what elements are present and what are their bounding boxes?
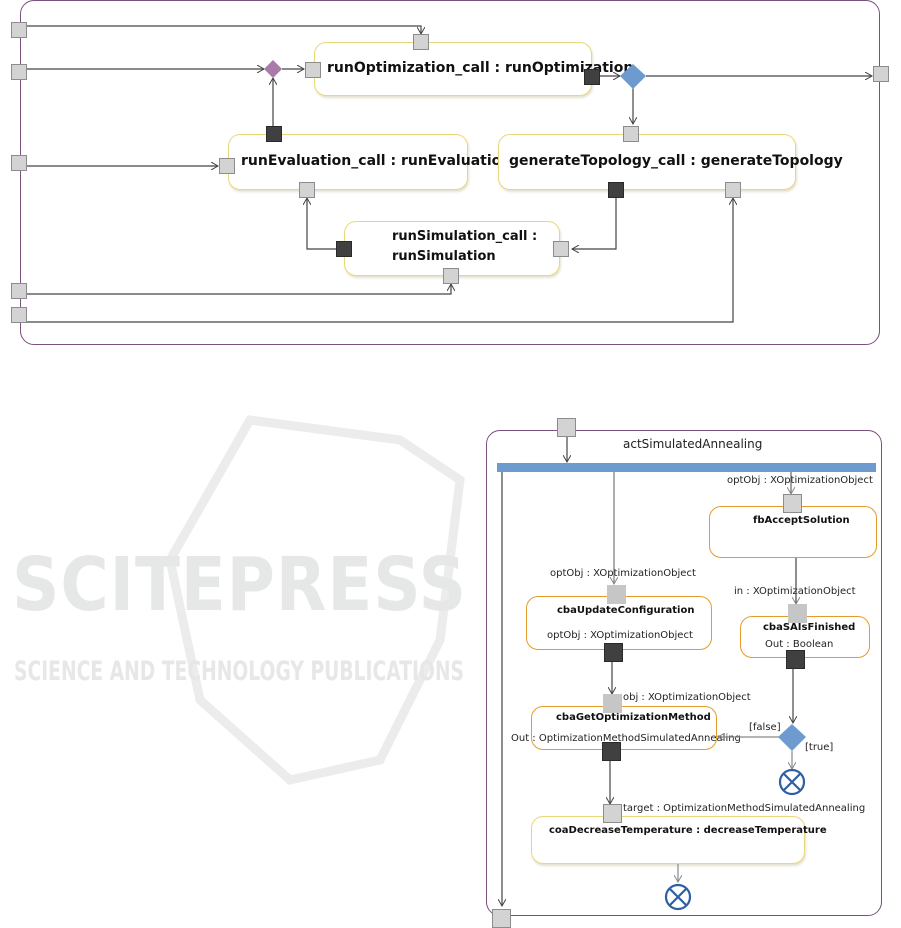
action-cba-sa-is-finished[interactable]: cbaSAIsFinished Out : Boolean — [740, 616, 870, 658]
accept-in-pin-label: optObj : XOptimizationObject — [727, 475, 873, 486]
runeval-output-pin[interactable] — [266, 126, 282, 142]
method-in-pin-label: obj : XOptimizationObject — [623, 692, 751, 703]
top-activity-frame — [20, 0, 880, 345]
bottom-activity-title: actSimulatedAnnealing — [623, 437, 763, 451]
merge-node — [264, 60, 282, 78]
runeval-input-pin-bottom[interactable] — [299, 182, 315, 198]
action-coa-decrease-temperature[interactable]: coaDecreaseTemperature : decreaseTempera… — [531, 816, 827, 864]
fork-bar — [497, 463, 876, 472]
flow-final-node-decrease — [664, 883, 692, 911]
activity-param-pin-1[interactable] — [11, 22, 27, 38]
action-generate-topology-label: generateTopology_call : generateTopology — [509, 153, 843, 169]
activity-param-pin-2[interactable] — [11, 64, 27, 80]
activity-param-pin-4[interactable] — [11, 283, 27, 299]
action-cba-sa-is-finished-label: cbaSAIsFinished — [763, 622, 856, 633]
runopt-output-pin[interactable] — [584, 69, 600, 85]
action-run-simulation-label-1: runSimulation_call : — [392, 229, 538, 244]
finished-out-pin-label: Out : Boolean — [765, 639, 834, 650]
flow-gentopo-to-runsim — [572, 198, 617, 249]
finished-in-pin-label: in : XOptimizationObject — [734, 586, 856, 597]
action-run-simulation-label-2: runSimulation — [392, 249, 496, 264]
action-cba-update-configuration[interactable]: cbaUpdateConfiguration optObj : XOptimiz… — [526, 596, 712, 650]
action-fb-accept-solution-label: fbAcceptSolution — [753, 515, 850, 526]
activity-output-pin-bottom[interactable] — [492, 909, 511, 928]
update-out-pin-label: optObj : XOptimizationObject — [547, 630, 693, 641]
guard-true-label: [true] — [805, 742, 834, 753]
decision-node-finished — [778, 724, 806, 751]
flow-param4-to-runsim — [27, 284, 451, 295]
runsim-input-pin-bottom[interactable] — [443, 268, 459, 284]
gentopo-input-pin-bottom[interactable] — [725, 182, 741, 198]
update-in-pin-label: optObj : XOptimizationObject — [550, 568, 696, 579]
action-coa-decrease-temperature-label: coaDecreaseTemperature : decreaseTempera… — [549, 825, 827, 836]
activity-input-pin[interactable] — [557, 418, 576, 437]
action-run-optimization-label: runOptimization_call : runOptimization — [327, 60, 634, 76]
runeval-input-pin-left[interactable] — [219, 158, 235, 174]
flow-param5-to-gentopo — [27, 198, 733, 323]
runopt-input-pin-left[interactable] — [305, 62, 321, 78]
method-input-pin[interactable] — [603, 694, 622, 713]
update-input-pin[interactable] — [607, 585, 626, 604]
finished-input-pin[interactable] — [788, 604, 807, 623]
method-output-pin[interactable] — [602, 742, 621, 761]
activity-output-pin[interactable] — [873, 66, 889, 82]
activity-param-pin-5[interactable] — [11, 307, 27, 323]
action-cba-get-optimization-method-label: cbaGetOptimizationMethod — [556, 712, 711, 723]
action-cba-get-optimization-method[interactable]: cbaGetOptimizationMethod — [531, 706, 717, 750]
action-run-evaluation[interactable]: runEvaluation_call : runEvaluation — [228, 134, 511, 190]
decision-node — [620, 64, 646, 89]
decrease-input-pin[interactable] — [603, 804, 622, 823]
flow-final-node-true — [778, 768, 806, 796]
decrease-in-pin-label: target : OptimizationMethodSimulatedAnne… — [623, 803, 866, 814]
runsim-input-pin-right[interactable] — [553, 241, 569, 257]
method-out-pin-label: Out : OptimizationMethodSimulatedAnneali… — [511, 733, 741, 744]
runopt-input-pin-top[interactable] — [413, 34, 429, 50]
gentopo-input-pin-top[interactable] — [623, 126, 639, 142]
accept-input-pin[interactable] — [783, 494, 802, 513]
runsim-output-pin[interactable] — [336, 241, 352, 257]
guard-false-label: [false] — [749, 722, 781, 733]
activity-param-pin-3[interactable] — [11, 155, 27, 171]
top-connectors — [27, 25, 901, 323]
action-cba-update-configuration-label: cbaUpdateConfiguration — [557, 605, 695, 616]
flow-param1-to-runopt — [27, 25, 421, 34]
action-run-evaluation-label: runEvaluation_call : runEvaluation — [241, 153, 512, 169]
gentopo-output-pin[interactable] — [608, 182, 624, 198]
update-output-pin[interactable] — [604, 643, 623, 662]
flow-runsim-to-runeval — [307, 198, 336, 250]
finished-output-pin[interactable] — [786, 650, 805, 669]
action-generate-topology[interactable]: generateTopology_call : generateTopology — [498, 134, 843, 190]
